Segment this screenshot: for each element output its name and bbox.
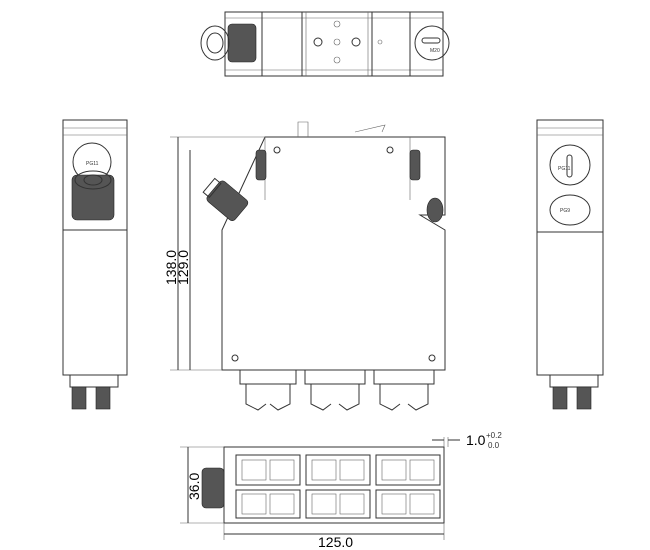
connector-group bbox=[373, 369, 435, 411]
cable-gland-icon bbox=[200, 23, 257, 63]
connector-group bbox=[304, 369, 366, 411]
cap-marking: PG11 bbox=[86, 161, 99, 167]
top-view: M20 bbox=[200, 11, 450, 77]
left-side-view: PG11 bbox=[62, 119, 128, 410]
cap-marking: PG11 bbox=[558, 166, 571, 172]
right-side-view: PG11 PG9 bbox=[536, 119, 604, 410]
connector-group bbox=[239, 369, 297, 411]
vent-cap-icon: M20 bbox=[414, 25, 450, 61]
cap-marking: PG9 bbox=[560, 208, 570, 214]
cap-marking: M20 bbox=[430, 48, 440, 54]
dimension-depth: 36.0 bbox=[186, 473, 202, 500]
dimension-gap-tol-upper: +0.2 bbox=[486, 431, 502, 440]
dimension-gap-tol-lower: 0.0 bbox=[488, 441, 500, 450]
dimension-gap: 1.0 bbox=[466, 432, 486, 448]
bottom-view: 36.0 125.0 1.0 +0.2 0.0 bbox=[180, 431, 502, 550]
dimension-width: 125.0 bbox=[318, 534, 353, 550]
dimension-total-height: 138.0 bbox=[163, 250, 179, 285]
port-panel bbox=[235, 454, 441, 519]
dimension-body-height: 129.0 bbox=[175, 250, 191, 285]
front-view: 138.0 129.0 bbox=[163, 121, 446, 411]
cable-gland-icon bbox=[202, 177, 249, 221]
